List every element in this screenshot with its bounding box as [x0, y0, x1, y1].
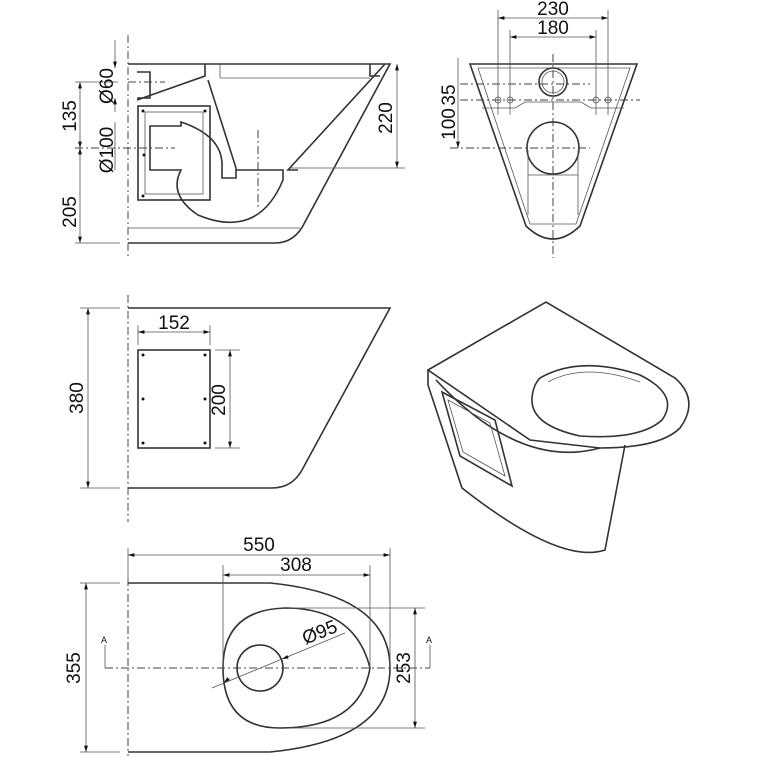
front-outline: [468, 63, 639, 240]
rear-view: 152 200 380: [67, 295, 392, 522]
dim-plan-550: 550: [243, 535, 275, 556]
dim-side-220: 220: [376, 102, 397, 134]
dim-front-180: 180: [537, 18, 569, 39]
dim-plan-308: 308: [280, 555, 312, 576]
section-mark-left: A: [101, 635, 107, 645]
side-section-view: Ø60 135 Ø100 205 220: [60, 35, 405, 258]
section-mark-right: A: [426, 635, 432, 645]
rear-outline: [128, 307, 392, 489]
dim-side-60: Ø60: [97, 68, 118, 104]
isometric-view: [426, 301, 690, 554]
pipe-trap: [136, 64, 284, 224]
dim-front-35: 35: [439, 84, 460, 105]
dim-side-100: Ø100: [97, 127, 118, 173]
dim-rear-380: 380: [67, 382, 88, 414]
dim-rear-200: 200: [209, 384, 230, 416]
dim-side-205: 205: [60, 196, 81, 228]
dim-rear-152: 152: [158, 313, 190, 334]
dim-plan-95: Ø95: [299, 616, 340, 649]
bowl-opening: [531, 364, 669, 438]
dim-front-100: 100: [439, 108, 460, 140]
dim-plan-253: 253: [394, 652, 415, 684]
dim-front-230: 230: [537, 0, 569, 20]
rear-access-panel: [137, 349, 211, 449]
front-view: 230 180 35 100: [439, 0, 640, 258]
dim-side-135: 135: [60, 100, 81, 132]
iso-access-panel: [440, 390, 514, 488]
access-panel: [137, 105, 211, 201]
dim-plan-355: 355: [64, 652, 85, 684]
side-outline: [128, 63, 392, 244]
plan-view: A A 550 308 Ø95 355 253: [64, 535, 432, 756]
